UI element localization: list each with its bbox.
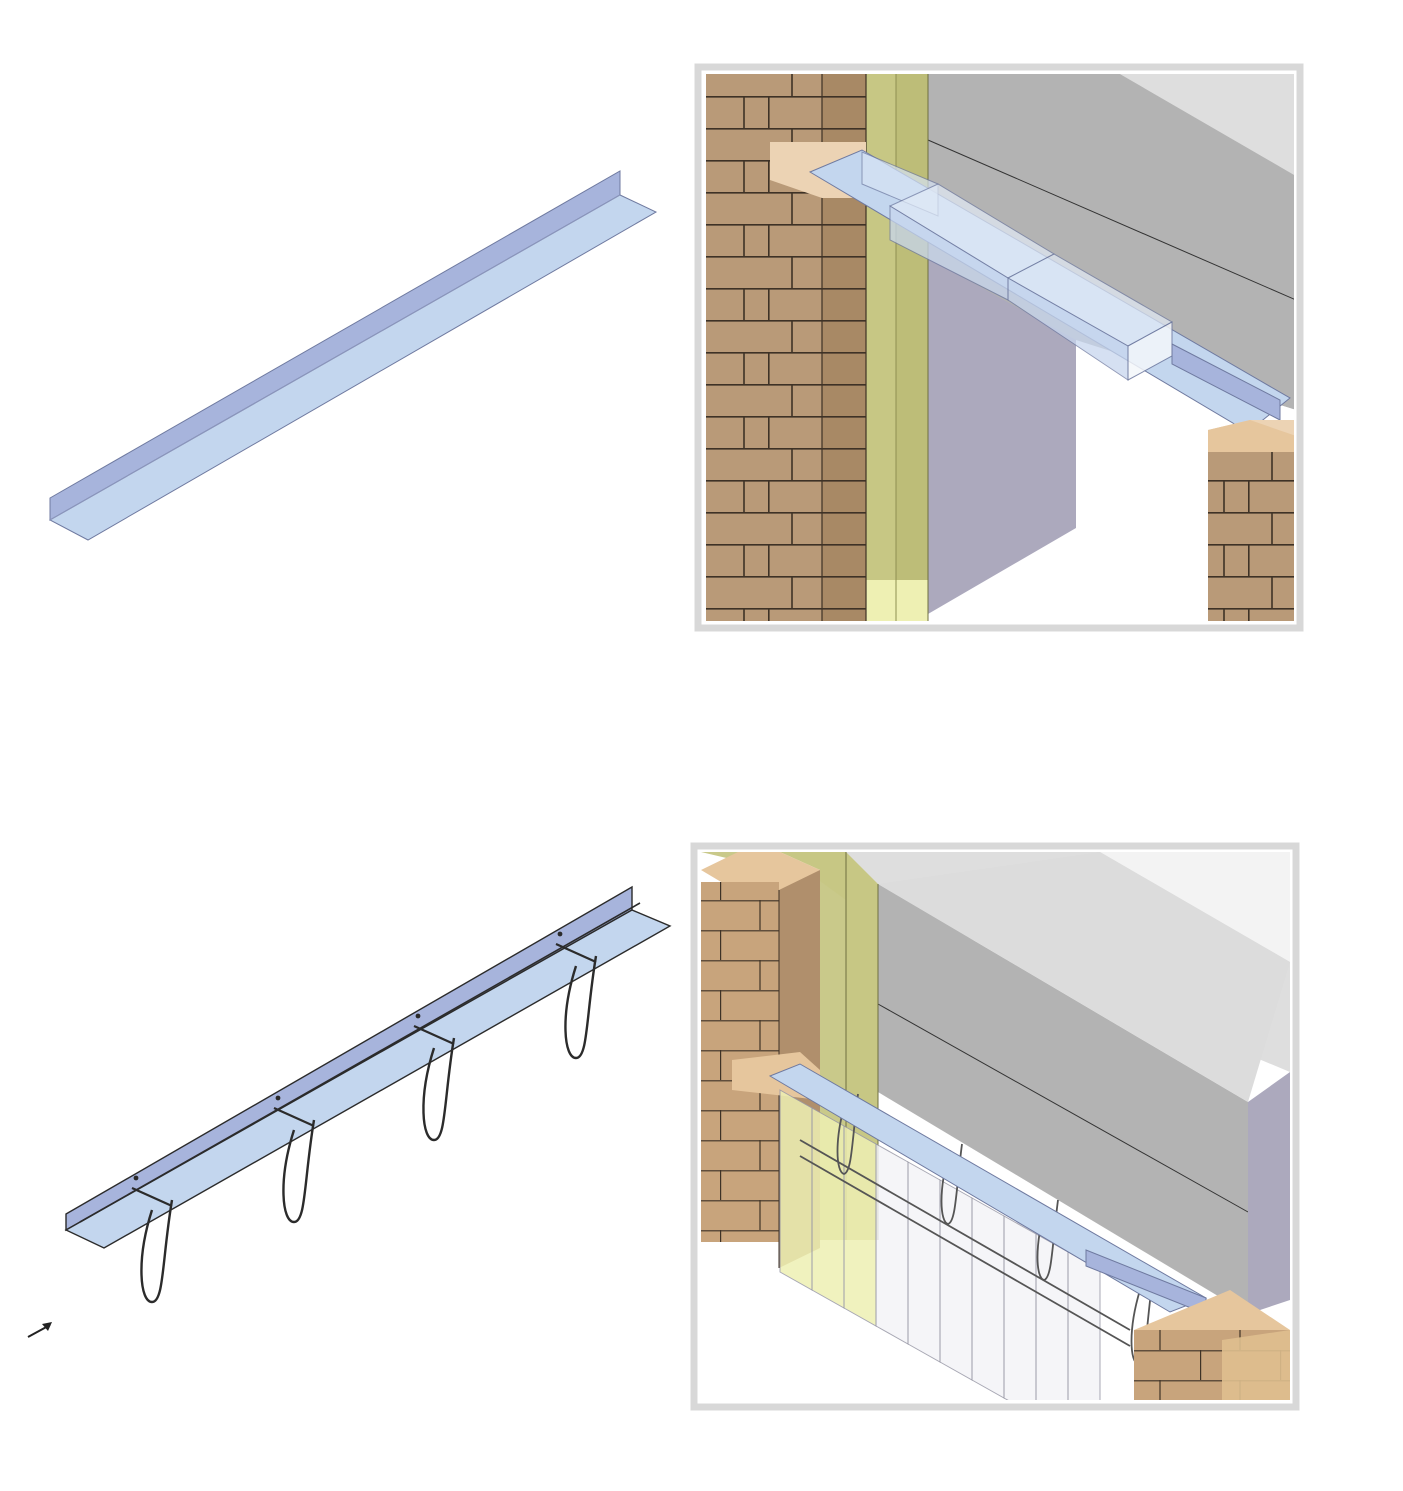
hanger-tie-loop xyxy=(564,955,598,1060)
angle-lintel-with-ties-figure xyxy=(27,885,672,1338)
soffit-brick-unit xyxy=(1067,1251,1101,1400)
hanger-tie-loop xyxy=(422,1037,456,1142)
soffit-brick-unit xyxy=(843,1125,877,1327)
soffit-brick-unit xyxy=(1003,1215,1037,1400)
right-brick-jamb xyxy=(1208,446,1294,621)
soffit-brick-unit xyxy=(971,1197,1005,1399)
reinforcement-bar xyxy=(799,1139,1131,1331)
lintel-vertical-leg xyxy=(49,170,621,521)
lintel-horizontal-leg xyxy=(48,194,658,541)
blockwork-face xyxy=(928,74,1294,410)
tie-cross-bar xyxy=(413,1024,455,1046)
tie-cross-bar xyxy=(555,942,597,964)
soffit-brick-unit xyxy=(939,1179,973,1381)
angle-lintel-installed-figure xyxy=(694,63,1304,632)
inner-leaf-end xyxy=(1248,1072,1290,1314)
tie-hook xyxy=(557,931,563,937)
hanger-ties xyxy=(131,931,598,1304)
soffit-brick-units xyxy=(779,1089,1153,1400)
brick-soffit-lintel-installed-figure xyxy=(690,842,1300,1411)
tie-hook xyxy=(275,1095,281,1101)
hanger-tie-loop xyxy=(140,1199,174,1304)
soffit-brick-unit xyxy=(875,1143,909,1345)
tied-lintel-vertical-leg xyxy=(65,885,633,1232)
angle-lintel-figure xyxy=(48,170,658,541)
tied-lintel-horizontal-leg xyxy=(64,909,672,1249)
soffit-brick-unit xyxy=(811,1107,845,1309)
tie-hook xyxy=(133,1175,139,1181)
tie-cross-bar xyxy=(273,1106,315,1128)
blockwork-face xyxy=(878,884,1248,1314)
soffit-brick-unit xyxy=(779,1089,813,1291)
hanger-tie-loop xyxy=(836,1093,859,1175)
tie-hook xyxy=(415,1013,421,1019)
reinforcement-bar xyxy=(799,1155,1131,1347)
inner-leaf-face xyxy=(928,258,1076,614)
soffit-brick-unit xyxy=(907,1161,941,1363)
hanger-tie-loop xyxy=(282,1119,316,1224)
arrow-icon xyxy=(27,1322,52,1338)
tie-cross-bar xyxy=(131,1186,173,1208)
